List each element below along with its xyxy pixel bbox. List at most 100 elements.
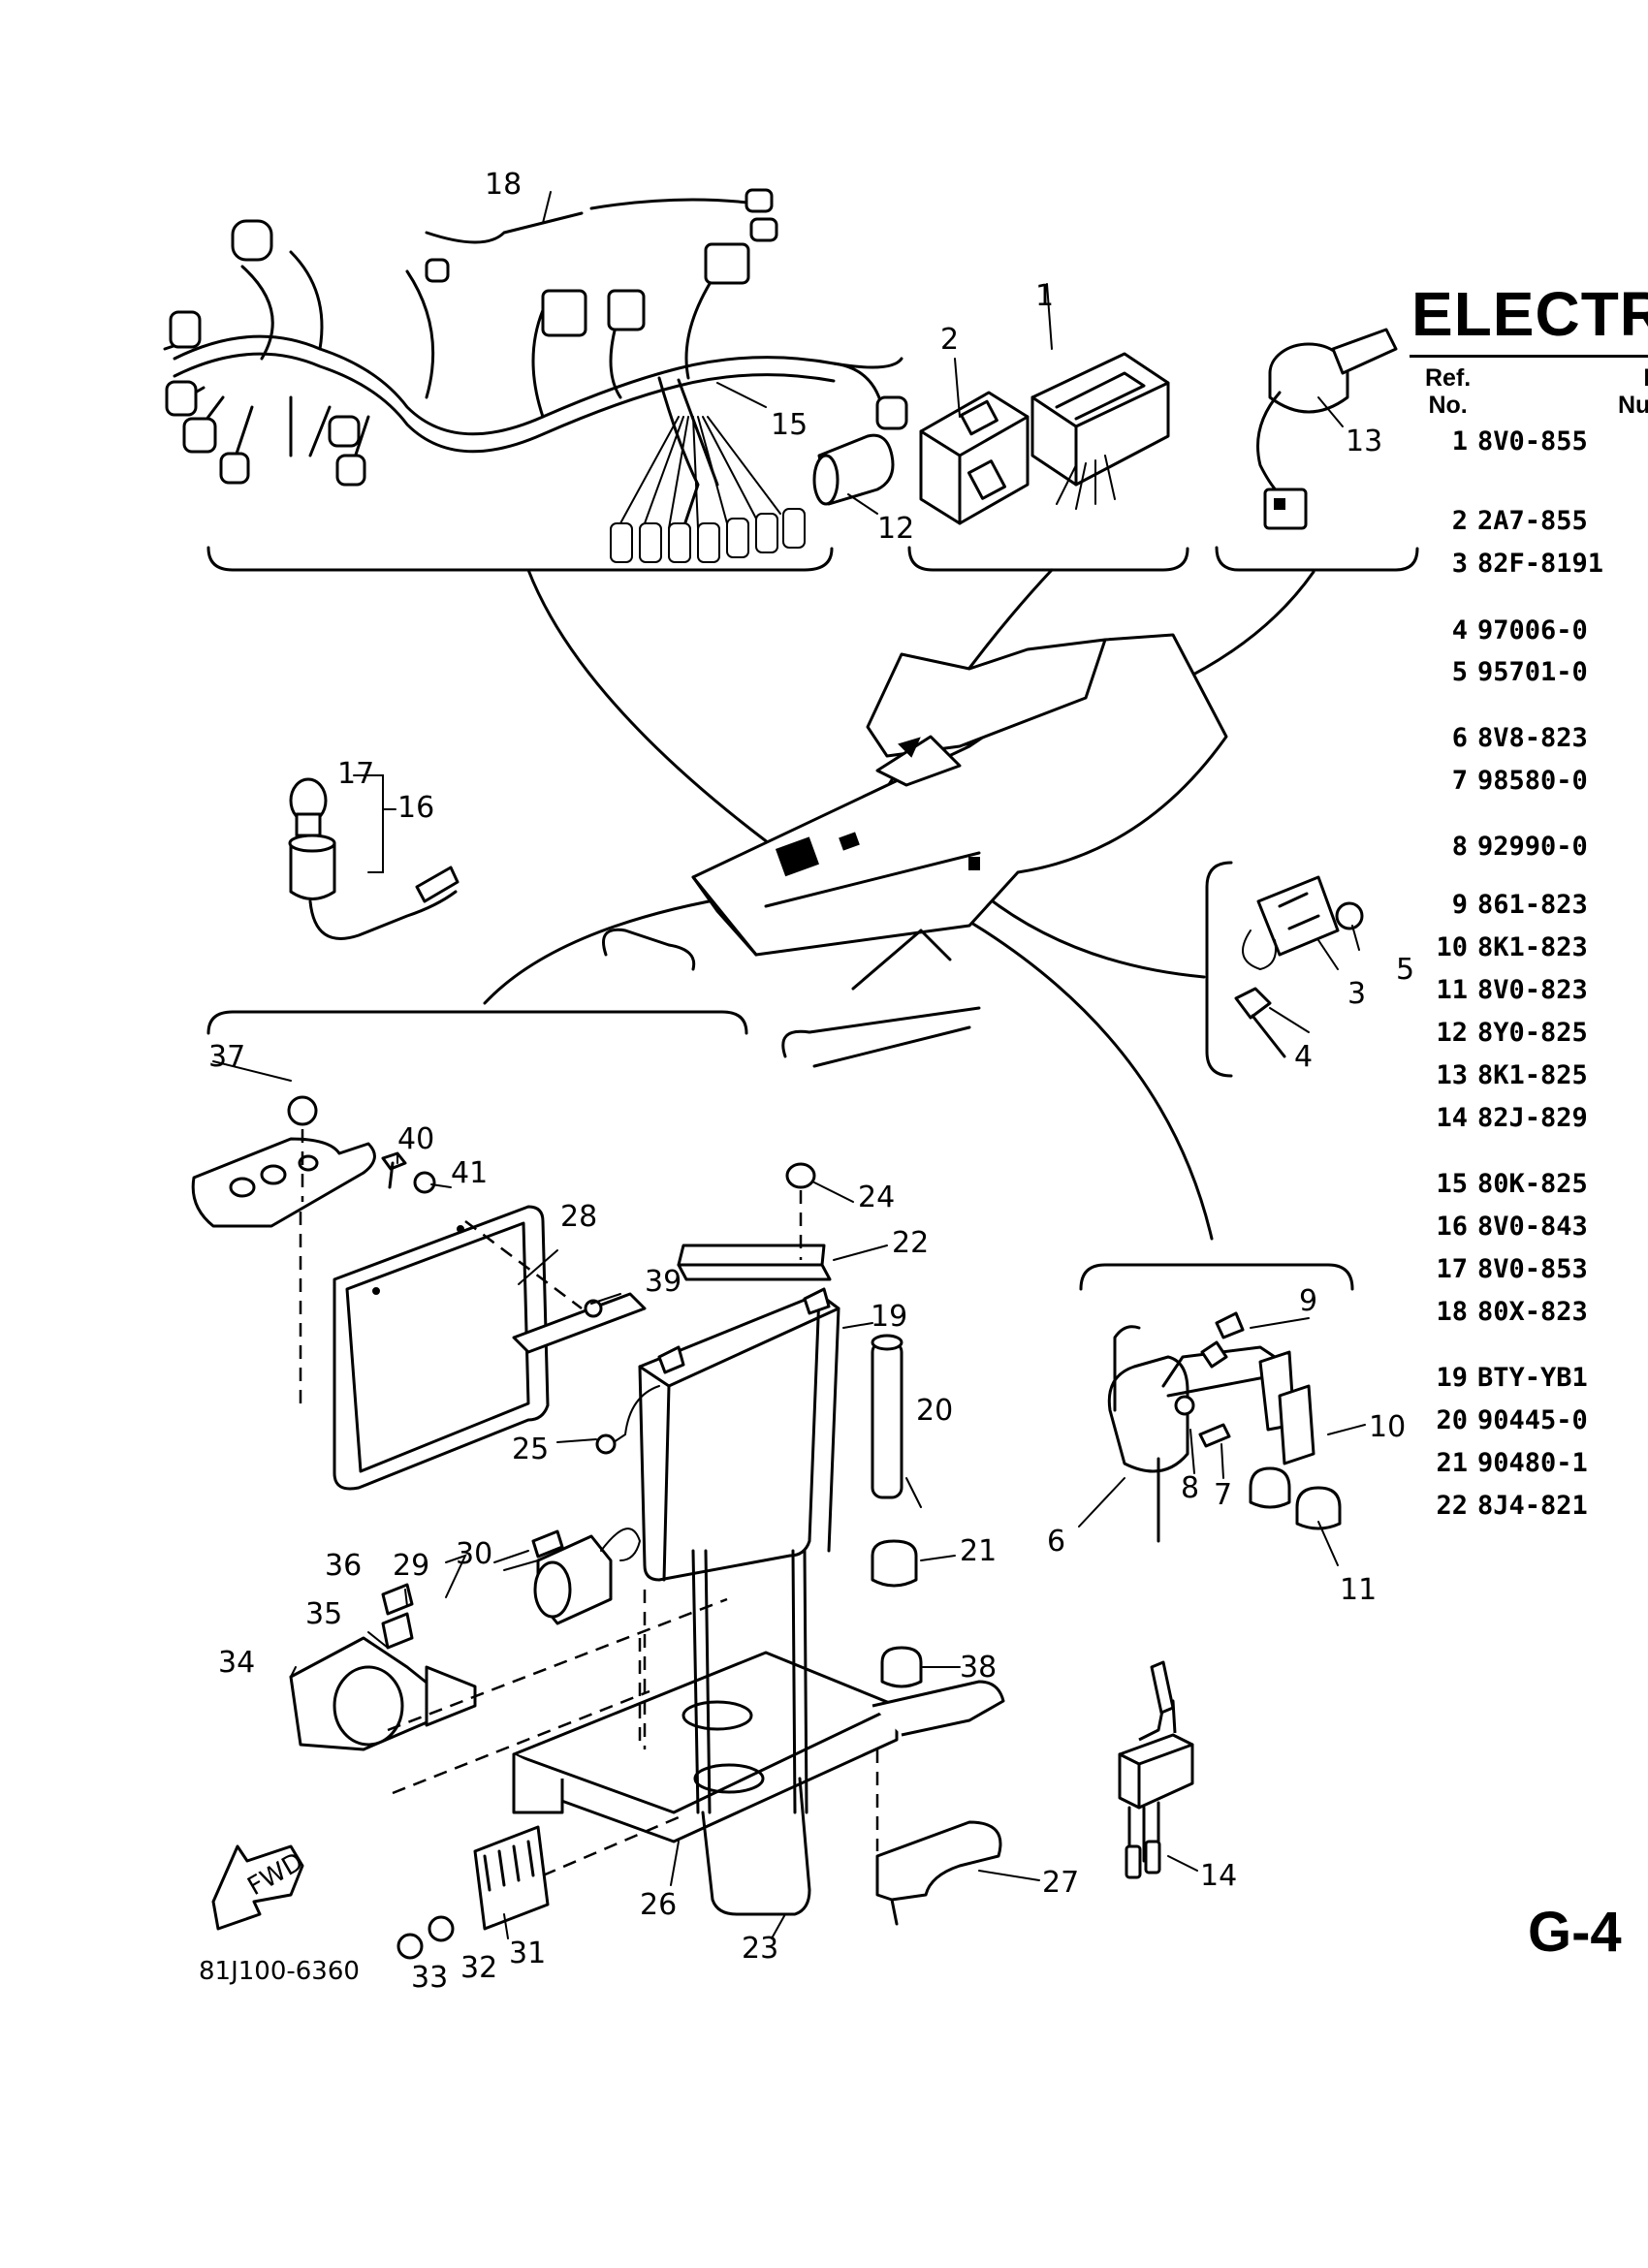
part-number: 8V0-855 xyxy=(1477,426,1588,457)
ref-no-header: Ref. No. xyxy=(1425,364,1472,419)
ref-no: 22 xyxy=(1436,1491,1468,1521)
part-number: BTY-YB1 xyxy=(1477,1363,1588,1393)
callout-40: 40 xyxy=(397,1122,434,1156)
parts-list-panel: ELECTRI Ref. No. P Nur 18V0-85522A7-8553… xyxy=(1408,283,1648,1931)
callout-31: 31 xyxy=(509,1937,546,1970)
callout-25: 25 xyxy=(512,1433,549,1466)
callout-28: 28 xyxy=(560,1200,597,1234)
callout-13: 13 xyxy=(1346,425,1382,458)
page-id: G-4 xyxy=(1528,1901,1622,1964)
callout-8: 8 xyxy=(1181,1471,1199,1505)
callout-41: 41 xyxy=(451,1156,488,1190)
part-number: 8K1-823 xyxy=(1477,932,1588,962)
bracket-cdi-group xyxy=(907,546,1189,572)
callout-22: 22 xyxy=(892,1226,929,1260)
ignition-coil-drawing xyxy=(1107,1311,1342,1543)
part-number: 90445-0 xyxy=(1477,1405,1588,1435)
callout-1: 1 xyxy=(1035,279,1054,313)
part-number: 98580-0 xyxy=(1477,766,1588,796)
regulator-group-drawing xyxy=(1205,861,1364,1078)
parts-list-row: 22 8J4-821 xyxy=(1408,1491,1648,1522)
callout-10: 10 xyxy=(1369,1410,1406,1444)
callout-34: 34 xyxy=(218,1646,255,1680)
part-number: 90480-1 xyxy=(1477,1448,1588,1478)
ref-no: 7 xyxy=(1451,766,1468,796)
ref-no: 4 xyxy=(1451,615,1468,646)
callout-20: 20 xyxy=(916,1394,953,1428)
callout-6: 6 xyxy=(1047,1525,1065,1559)
ref-no: 11 xyxy=(1436,975,1468,1005)
part-number: 8K1-825 xyxy=(1477,1060,1588,1090)
part-number: 8V0-853 xyxy=(1477,1254,1588,1284)
leader-regulator-bracket xyxy=(972,885,1206,979)
ref-no: 21 xyxy=(1436,1448,1468,1478)
part-number: 861-823 xyxy=(1477,890,1588,920)
callout-27: 27 xyxy=(1042,1866,1079,1900)
callout-21: 21 xyxy=(960,1534,997,1568)
battery-cover-drawing xyxy=(191,1095,647,1491)
ref-no: 6 xyxy=(1451,723,1468,753)
relay-group-drawing xyxy=(289,1528,728,1960)
callout-23: 23 xyxy=(742,1932,778,1966)
callout-18: 18 xyxy=(485,168,522,202)
callout-numbers: 1 2 3 4 5 6 7 8 9 10 11 12 13 14 15 16 1… xyxy=(208,168,1414,1995)
part-number: 2A7-855 xyxy=(1477,506,1588,536)
parts-list-row: 6 8V8-823 xyxy=(1408,723,1648,754)
part-number: 8V0-843 xyxy=(1477,1212,1588,1242)
snowmobile-drawing xyxy=(602,633,1228,1068)
bracket-ignition-group xyxy=(1079,1263,1354,1291)
part-number: 8J4-821 xyxy=(1477,1491,1588,1521)
callout-24: 24 xyxy=(858,1181,895,1214)
part-number-header: P Nur xyxy=(1617,364,1648,419)
callout-15: 15 xyxy=(771,408,808,442)
ref-no: 15 xyxy=(1436,1169,1468,1199)
battery-drawing xyxy=(595,1162,840,1582)
part-number: 8Y0-825 xyxy=(1477,1018,1588,1048)
callout-39: 39 xyxy=(645,1265,681,1299)
parts-list-row: 2 2A7-855 xyxy=(1408,506,1648,537)
callout-32: 32 xyxy=(460,1951,497,1985)
callout-2: 2 xyxy=(940,323,959,357)
part-number: 8V0-823 xyxy=(1477,975,1588,1005)
parts-list-row: 10 8K1-823 xyxy=(1408,932,1648,963)
parts-list-title: ELECTRI xyxy=(1411,283,1648,349)
part-number: 8V8-823 xyxy=(1477,723,1588,753)
part-number: 97006-0 xyxy=(1477,615,1588,646)
callout-5: 5 xyxy=(1396,953,1414,987)
title-rule xyxy=(1410,355,1648,358)
pilot-lamp-drawing xyxy=(288,774,460,940)
callout-leaders xyxy=(212,191,1366,1939)
cdi-unit-drawing xyxy=(919,352,1170,525)
leader-harness xyxy=(526,568,797,865)
callout-35: 35 xyxy=(305,1597,342,1631)
part-number: 82J-829 xyxy=(1477,1103,1588,1133)
parts-list-row: 11 8V0-823 xyxy=(1408,975,1648,1006)
bracket-mainswitch-group xyxy=(1215,546,1419,572)
ref-no: 10 xyxy=(1436,932,1468,962)
ref-no: 16 xyxy=(1436,1212,1468,1242)
callout-38: 38 xyxy=(960,1651,997,1685)
fwd-arrow: FWD xyxy=(211,1844,308,1931)
battery-tray-drawing xyxy=(512,1334,1005,1926)
callout-37: 37 xyxy=(208,1040,245,1074)
ref-no: 8 xyxy=(1451,832,1468,862)
parts-list-row: 4 97006-0 xyxy=(1408,615,1648,646)
callout-12: 12 xyxy=(877,512,914,546)
ref-no: 14 xyxy=(1436,1103,1468,1133)
part-number: 80X-823 xyxy=(1477,1297,1588,1327)
callout-26: 26 xyxy=(640,1888,677,1922)
ref-no: 2 xyxy=(1451,506,1468,536)
callout-11: 11 xyxy=(1340,1573,1377,1607)
ref-no: 12 xyxy=(1436,1018,1468,1048)
parts-list-row: 14 82J-829 xyxy=(1408,1103,1648,1134)
callout-19: 19 xyxy=(871,1300,907,1334)
callout-7: 7 xyxy=(1214,1478,1232,1512)
